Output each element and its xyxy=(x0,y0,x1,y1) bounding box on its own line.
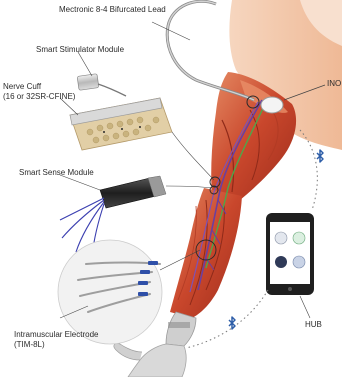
label-ino: INO xyxy=(327,79,341,89)
label-bifurcated-lead: Mectronic 8-4 Bifurcated Lead xyxy=(59,5,166,15)
label-smart-stimulator-module: Smart Stimulator Module xyxy=(36,45,124,55)
smartphone-hub-icon xyxy=(266,213,314,318)
label-smart-sense-module: Smart Sense Module xyxy=(19,168,94,178)
bluetooth-icon xyxy=(229,317,235,329)
label-intramuscular-electrode-model: (TIM-8L) xyxy=(14,340,45,350)
label-nerve-cuff: Nerve Cuff xyxy=(3,82,41,92)
bluetooth-icon xyxy=(317,150,323,162)
smart-stimulator-module xyxy=(77,52,126,96)
label-hub: HUB xyxy=(305,320,322,330)
label-intramuscular-electrode: Intramuscular Electrode xyxy=(14,330,98,340)
lead-leader-line xyxy=(152,22,190,40)
label-nerve-cuff-model: (16 or 32SR-CFINE) xyxy=(3,92,75,102)
